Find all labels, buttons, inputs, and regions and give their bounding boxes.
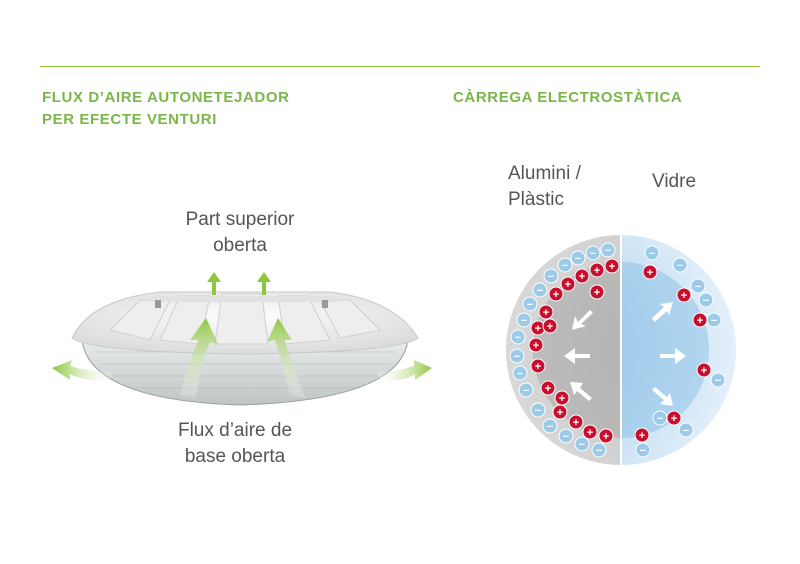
aluminium-label-line2: Plàstic — [508, 189, 564, 210]
svg-text:+: + — [535, 323, 541, 335]
svg-text:−: − — [575, 253, 581, 265]
aluminium-label-line1: Alumini / — [508, 163, 581, 184]
svg-text:−: − — [517, 368, 523, 380]
svg-text:−: − — [596, 445, 602, 457]
svg-text:+: + — [557, 407, 563, 419]
glass-label: Vidre — [652, 169, 696, 195]
svg-text:+: + — [559, 393, 565, 405]
svg-text:−: − — [640, 445, 646, 457]
svg-text:+: + — [533, 340, 539, 352]
svg-text:+: + — [697, 315, 703, 327]
svg-text:−: − — [515, 332, 521, 344]
svg-text:+: + — [543, 307, 549, 319]
venturi-heading-line2: PER EFECTE VENTURI — [42, 111, 217, 128]
svg-text:+: + — [603, 431, 609, 443]
svg-text:+: + — [647, 267, 653, 279]
svg-text:−: − — [548, 271, 554, 283]
svg-text:−: − — [514, 351, 520, 363]
electrostatic-heading: CÀRREGA ELECTROSTÀTICA — [453, 87, 682, 109]
svg-text:+: + — [639, 430, 645, 442]
svg-text:−: − — [535, 405, 541, 417]
glass-label-text: Vidre — [652, 171, 697, 192]
svg-text:+: + — [609, 261, 615, 273]
top-open-label-line1: Part superior — [185, 209, 295, 230]
svg-text:−: − — [562, 260, 568, 272]
base-airflow-label-line1: Flux d’aire de — [177, 420, 293, 441]
positive-charges: ++ ++ ++ ++ ++ ++ ++ ++ + ++ ++ ++ — [528, 258, 712, 444]
svg-text:−: − — [677, 260, 683, 272]
svg-text:+: + — [545, 383, 551, 395]
svg-text:+: + — [587, 427, 593, 439]
air-flow-arrow-icon — [52, 272, 432, 398]
svg-text:−: − — [711, 315, 717, 327]
aluminium-plastic-label: Alumini / Plàstic — [508, 161, 581, 213]
svg-text:−: − — [657, 413, 663, 425]
svg-text:−: − — [537, 285, 543, 297]
svg-text:+: + — [535, 361, 541, 373]
svg-text:+: + — [671, 413, 677, 425]
svg-text:−: − — [527, 299, 533, 311]
svg-text:+: + — [594, 265, 600, 277]
svg-text:−: − — [715, 375, 721, 387]
base-airflow-label: Flux d’aire de base oberta — [150, 418, 320, 470]
svg-text:−: − — [649, 248, 655, 260]
svg-text:−: − — [703, 295, 709, 307]
svg-text:+: + — [701, 365, 707, 377]
svg-text:−: − — [683, 425, 689, 437]
svg-text:+: + — [579, 271, 585, 283]
svg-text:−: − — [605, 245, 611, 257]
svg-text:−: − — [523, 385, 529, 397]
electrostatic-heading-text: CÀRREGA ELECTROSTÀTICA — [453, 89, 683, 106]
svg-text:−: − — [695, 281, 701, 293]
svg-text:+: + — [553, 289, 559, 301]
svg-text:−: − — [563, 431, 569, 443]
svg-text:+: + — [573, 417, 579, 429]
svg-text:−: − — [590, 248, 596, 260]
lamp-fixture-icon — [71, 291, 419, 406]
svg-text:−: − — [521, 315, 527, 327]
top-open-label-line2: oberta — [213, 235, 267, 256]
top-open-label: Part superior oberta — [160, 207, 320, 259]
header-divider — [40, 66, 760, 67]
svg-text:+: + — [594, 287, 600, 299]
venturi-heading: FLUX D’AIRE AUTONETEJADOR PER EFECTE VEN… — [42, 87, 290, 131]
svg-text:−: − — [579, 439, 585, 451]
svg-text:+: + — [547, 321, 553, 333]
svg-text:+: + — [681, 290, 687, 302]
charge-direction-arrow-icon — [564, 302, 686, 406]
negative-charges: −− −− −− −− −− −− −− −− − −− −− −− −− − — [509, 242, 726, 458]
svg-text:+: + — [565, 279, 571, 291]
venturi-heading-line1: FLUX D’AIRE AUTONETEJADOR — [42, 89, 290, 106]
svg-text:−: − — [547, 421, 553, 433]
base-airflow-label-line2: base oberta — [184, 446, 286, 467]
